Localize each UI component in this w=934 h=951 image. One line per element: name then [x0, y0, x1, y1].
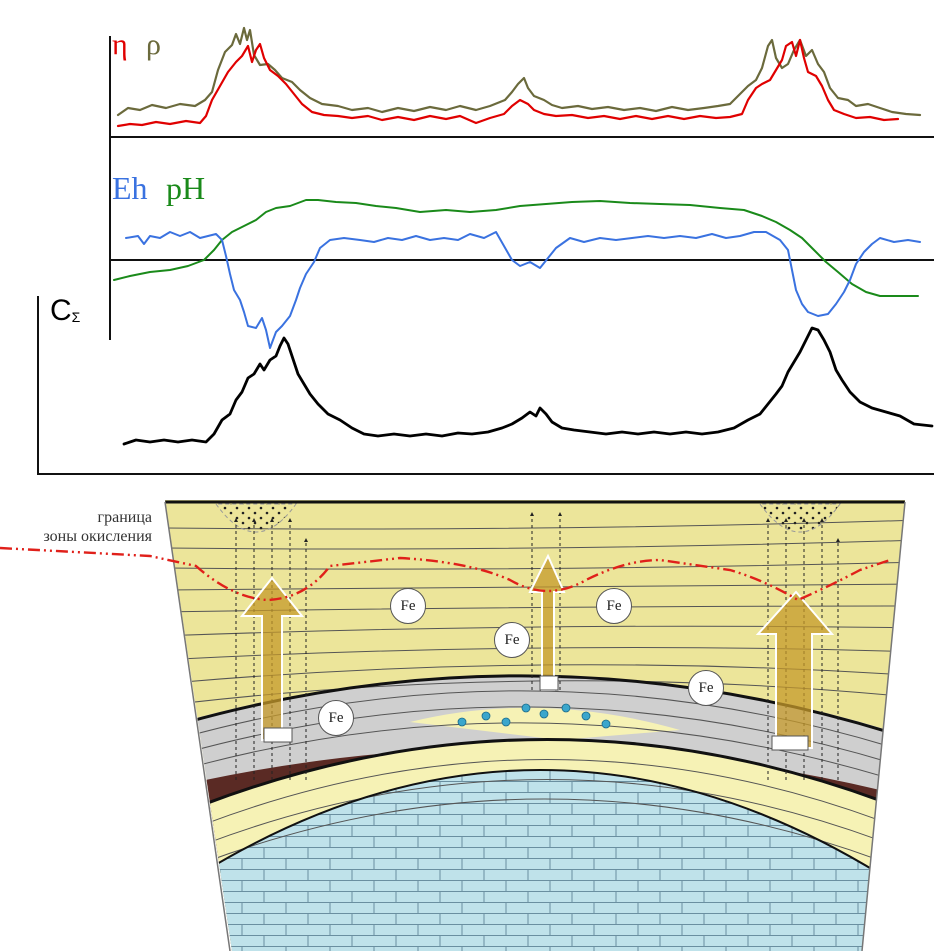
- c-sum-curve: [122, 326, 934, 446]
- arrow-bases: [263, 675, 809, 751]
- ph-curve: [113, 199, 919, 297]
- rho-curve: [116, 26, 922, 117]
- fe-marker: Fe: [318, 700, 354, 736]
- c-sum-sub: Σ: [71, 309, 81, 325]
- curves: [113, 26, 934, 446]
- rho-label: ρ: [146, 28, 161, 61]
- oxidation-label-line2: зоны окисления: [43, 528, 152, 545]
- c-sum-label: CΣ: [50, 296, 80, 326]
- graph-axes: [37, 36, 934, 475]
- lens-layer: [410, 707, 680, 740]
- c-sum-main: C: [50, 294, 72, 327]
- eh-curve: [125, 231, 921, 349]
- c-sum-axis: [37, 296, 934, 475]
- flow-arrow-right: [755, 590, 835, 749]
- cross-section: [165, 500, 905, 951]
- section-outline: [164, 501, 906, 951]
- gas-bubbles: [457, 703, 611, 729]
- fe-marker: Fe: [494, 622, 530, 658]
- oxidation-boundary-label: граница зоны окисления: [0, 508, 152, 546]
- fe-marker: Fe: [390, 588, 426, 624]
- fe-marker: Fe: [688, 670, 724, 706]
- oxidation-label-line1: граница: [97, 509, 152, 526]
- dispersion-halos: [215, 503, 841, 533]
- eh-label: Eh: [112, 170, 148, 206]
- eta-curve: [116, 38, 900, 128]
- ph-label: pH: [166, 170, 206, 206]
- eta-label: η: [112, 28, 128, 61]
- fe-marker: Fe: [596, 588, 632, 624]
